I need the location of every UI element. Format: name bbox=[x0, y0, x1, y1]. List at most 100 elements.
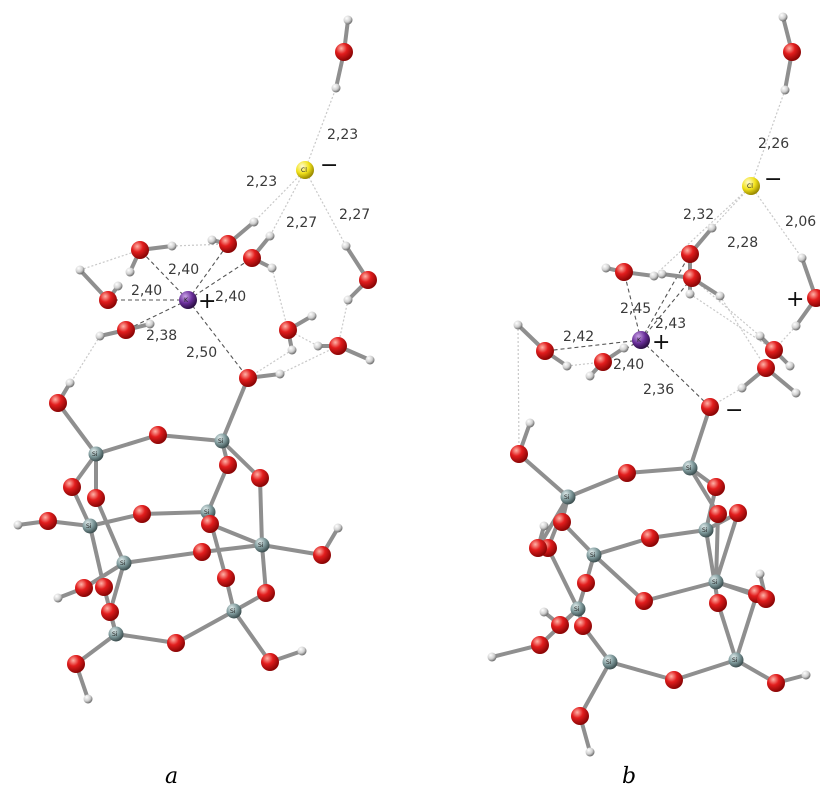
oxygen-atom bbox=[701, 398, 719, 416]
hydrogen-atom bbox=[791, 388, 801, 398]
silicon-atom bbox=[560, 489, 576, 505]
atom-symbol: Si bbox=[686, 465, 692, 472]
covalent-bond bbox=[592, 536, 652, 557]
hydrogen-bond bbox=[79, 249, 141, 271]
potassium-ion bbox=[632, 331, 650, 349]
hydrogen-atom bbox=[585, 747, 595, 757]
atom-symbol: Si bbox=[92, 451, 98, 458]
hydrogen-atom bbox=[249, 217, 259, 227]
coordination-bond bbox=[640, 277, 693, 341]
covalent-bond bbox=[258, 476, 264, 547]
coordination-bond bbox=[640, 339, 711, 408]
hydrogen-atom bbox=[513, 320, 523, 330]
hydrogen-bond bbox=[517, 324, 520, 455]
atom-symbol: Si bbox=[120, 560, 126, 567]
oxygen-atom bbox=[641, 529, 659, 547]
hydrogen-atom bbox=[341, 241, 351, 251]
covalent-bond bbox=[140, 510, 210, 516]
oxygen-atom bbox=[765, 341, 783, 359]
oxygen-atom bbox=[279, 321, 297, 339]
atom-symbol: Si bbox=[204, 509, 210, 516]
oxygen-atom bbox=[707, 478, 725, 496]
atom-symbol: Si bbox=[86, 523, 92, 530]
oxygen-atom bbox=[529, 539, 547, 557]
oxygen-atom bbox=[101, 603, 119, 621]
oxygen-atom bbox=[117, 321, 135, 339]
atom-symbol: Si bbox=[258, 542, 264, 549]
silicon-atom bbox=[708, 574, 724, 590]
distance-label: 2,26 bbox=[758, 136, 789, 152]
oxygen-atom bbox=[95, 578, 113, 596]
silicon-atom bbox=[254, 537, 270, 553]
distance-label: 2,40 bbox=[168, 262, 199, 278]
oxygen-atom bbox=[681, 245, 699, 263]
hydrogen-atom bbox=[487, 652, 497, 662]
oxygen-atom bbox=[167, 634, 185, 652]
oxygen-atom bbox=[709, 594, 727, 612]
distance-label: 2,42 bbox=[563, 329, 594, 345]
hydrogen-atom bbox=[539, 521, 549, 531]
oxygen-atom bbox=[67, 655, 85, 673]
oxygen-atom bbox=[574, 617, 592, 635]
hydrogen-atom bbox=[365, 355, 375, 365]
anion-charge: − bbox=[320, 153, 338, 178]
oxygen-atom bbox=[243, 249, 261, 267]
hydrogen-atom bbox=[265, 231, 275, 241]
oxygen-atom bbox=[551, 616, 569, 634]
hydrogen-atom bbox=[125, 267, 135, 277]
atom-symbol: Si bbox=[230, 608, 236, 615]
anion-charge: − bbox=[764, 167, 782, 192]
panel-caption-b: b bbox=[622, 764, 636, 787]
hydrogen-atom bbox=[715, 291, 725, 301]
silicon-atom bbox=[682, 460, 698, 476]
chlorine-atom bbox=[296, 161, 314, 179]
distance-label: 2,40 bbox=[613, 357, 644, 373]
hydrogen-atom bbox=[801, 670, 811, 680]
hydrogen-atom bbox=[657, 269, 667, 279]
hydrogen-atom bbox=[785, 361, 795, 371]
hydrogen-atom bbox=[778, 12, 788, 22]
hydrogen-bond bbox=[271, 267, 289, 331]
oxygen-atom bbox=[618, 464, 636, 482]
covalent-bond bbox=[232, 609, 272, 664]
hydrogen-atom bbox=[287, 345, 297, 355]
oxygen-atom bbox=[49, 394, 67, 412]
atom-symbol: Si bbox=[702, 527, 708, 534]
distance-label: 2,23 bbox=[327, 127, 358, 143]
covalent-bond bbox=[94, 433, 160, 456]
covalent-bond bbox=[716, 601, 738, 662]
hydrogen-atom bbox=[207, 235, 217, 245]
hydrogen-atom bbox=[267, 263, 277, 273]
atom-symbol: Si bbox=[218, 438, 224, 445]
hydrogen-atom bbox=[75, 265, 85, 275]
hydrogen-atom bbox=[145, 319, 155, 329]
hydrogen-bond bbox=[247, 349, 293, 379]
hydrogen-bond bbox=[269, 169, 306, 237]
hydrogen-atom bbox=[313, 341, 323, 351]
covalent-bond bbox=[608, 660, 676, 682]
covalent-bond bbox=[648, 528, 708, 540]
oxygen-atom bbox=[683, 269, 701, 287]
panel-b-labels: 2,26 2,32 2,28 2,06 2,45 2,43 2,42 2,40 … bbox=[563, 136, 816, 787]
covalent-bond bbox=[208, 522, 264, 547]
oxygen-atom bbox=[757, 590, 775, 608]
covalent-bond bbox=[546, 546, 580, 611]
hydrogen-atom bbox=[539, 607, 549, 617]
hydrogen-atom bbox=[685, 289, 695, 299]
hydrogen-atom bbox=[331, 83, 341, 93]
silicon-atom bbox=[116, 555, 132, 571]
hydrogen-atom bbox=[562, 361, 572, 371]
atom-symbol: Si bbox=[574, 606, 580, 613]
covalent-bond bbox=[517, 452, 570, 499]
hydrogen-atom bbox=[343, 15, 353, 25]
oxygen-atom bbox=[553, 513, 571, 531]
oxygen-atom bbox=[261, 653, 279, 671]
covalent-bond bbox=[536, 495, 570, 550]
distance-label: 2,38 bbox=[146, 328, 177, 344]
distance-label: 2,50 bbox=[186, 345, 217, 361]
hydrogen-bond bbox=[773, 325, 797, 351]
oxygen-atom bbox=[133, 505, 151, 523]
hydrogen-bond bbox=[750, 89, 786, 187]
